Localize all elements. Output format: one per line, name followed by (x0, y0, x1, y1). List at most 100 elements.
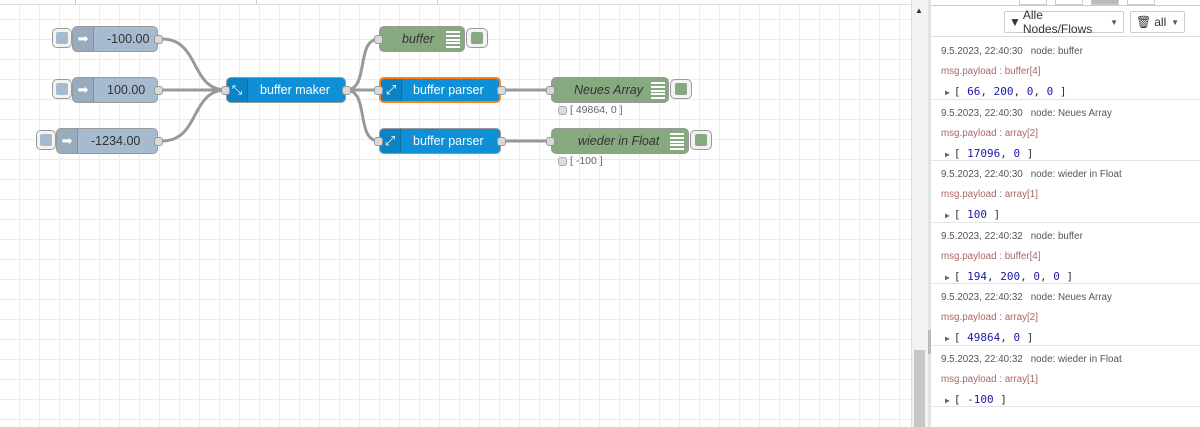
trash-icon: 🗑 (1136, 15, 1152, 29)
message-timestamp: 9.5.2023, 22:40:30 (941, 169, 1023, 180)
debug-node-label: Neues Array (574, 83, 644, 97)
buffer-maker-label: buffer maker (260, 83, 330, 97)
inject-node[interactable]: ➡ 100.00 (72, 77, 158, 103)
message-node-link[interactable]: node: wieder in Float (1030, 169, 1122, 180)
expand-icon: ⤢ (381, 79, 402, 101)
message-topic: msg.payload : buffer[4] (941, 66, 1041, 77)
buffer-maker-node[interactable]: ⤡ buffer maker (226, 77, 346, 103)
filter-label: Alle Nodes/Flows (1022, 8, 1093, 36)
clear-messages-button[interactable]: 🗑 all ▼ (1130, 11, 1185, 33)
message-node-link[interactable]: node: buffer (1030, 46, 1083, 57)
debug-toggle-button[interactable] (670, 79, 692, 99)
status-dot-icon (558, 105, 567, 115)
expand-triangle-icon[interactable]: ▶ (945, 88, 950, 97)
message-node-link[interactable]: node: Neues Array (1030, 107, 1112, 119)
message-node-link[interactable]: node: buffer (1030, 230, 1083, 242)
message-topic: msg.payload : array[2] (941, 312, 1038, 323)
sidebar-tab[interactable] (1019, 0, 1047, 5)
buffer-parser-node[interactable]: ⤢ buffer parser (379, 128, 501, 154)
workspace-scrollbar[interactable]: ▲ (911, 0, 928, 427)
payload-value: -100 (967, 392, 994, 406)
sidebar-divider[interactable] (928, 0, 931, 427)
inject-button[interactable] (52, 79, 72, 99)
inject-node[interactable]: ➡ -100.00 (72, 26, 158, 52)
input-port[interactable] (374, 86, 383, 95)
payload-value: 200 (993, 85, 1014, 98)
inject-node[interactable]: ➡ -1234.00 (56, 128, 158, 154)
debug-toolbar: ▼ Alle Nodes/Flows ▼ 🗑 all ▼ (931, 6, 1200, 37)
payload-value: 17096 (967, 146, 1001, 160)
inject-node-label: 100.00 (107, 83, 146, 97)
output-port[interactable] (497, 137, 506, 146)
workspace-tab[interactable] (76, 0, 257, 4)
payload-value: 0 (1033, 269, 1040, 283)
buffer-parser-node[interactable]: ⤢ buffer parser (379, 77, 501, 103)
message-payload[interactable]: ▶[ -100 ] (945, 392, 1007, 406)
inject-button[interactable] (52, 28, 72, 48)
debug-node-wieder-in-float[interactable]: wieder in Float (551, 128, 689, 154)
flow-wires (161, 37, 551, 143)
expand-triangle-icon[interactable]: ▶ (945, 395, 950, 405)
filter-dropdown[interactable]: ▼ Alle Nodes/Flows ▼ (1004, 8, 1124, 36)
input-port[interactable] (374, 35, 383, 44)
debug-node-neues-array[interactable]: Neues Array (551, 77, 669, 103)
sidebar-tab[interactable] (1091, 0, 1119, 5)
scrollbar-thumb[interactable] (914, 350, 925, 427)
message-node-link[interactable]: node: wieder in Float (1030, 353, 1122, 365)
payload-value: 0 (1053, 269, 1060, 283)
wire (161, 37, 227, 92)
wire (345, 37, 380, 92)
output-port[interactable] (497, 86, 506, 95)
workspace-tab-strip (0, 0, 911, 5)
workspace-tab[interactable] (257, 0, 438, 4)
input-port[interactable] (221, 86, 230, 95)
sidebar-tab[interactable] (1055, 0, 1083, 5)
expand-triangle-icon[interactable]: ▶ (945, 149, 950, 159)
message-node-link[interactable]: node: Neues Array (1030, 292, 1112, 303)
debug-toggle-button[interactable] (466, 28, 488, 48)
node-status-text: [ 49864, 0 ] (570, 104, 623, 116)
message-payload[interactable]: ▶[ 66, 200, 0, 0 ] (945, 85, 1067, 98)
list-icon (651, 82, 665, 99)
input-port[interactable] (546, 86, 555, 95)
input-port[interactable] (374, 137, 383, 146)
inject-button[interactable] (36, 130, 56, 150)
message-topic: msg.payload : buffer[4] (941, 250, 1041, 262)
flow-workspace[interactable]: ➡ -100.00 ➡ 100.00 ➡ -1234.00 ⤡ buffer m… (0, 0, 911, 427)
expand-triangle-icon[interactable]: ▶ (945, 334, 950, 343)
input-port[interactable] (546, 137, 555, 146)
sidebar-tab[interactable] (1127, 0, 1155, 5)
payload-value: 66 (967, 85, 981, 98)
chevron-down-icon: ▼ (1171, 17, 1179, 27)
message-timestamp: 9.5.2023, 22:40:32 (941, 230, 1023, 242)
workspace-tab[interactable] (0, 0, 76, 4)
expand-triangle-icon[interactable]: ▶ (945, 211, 950, 220)
output-port[interactable] (154, 137, 163, 146)
scroll-up-icon[interactable]: ▲ (915, 6, 923, 15)
debug-node-buffer[interactable]: buffer (379, 26, 465, 52)
message-timestamp: 9.5.2023, 22:40:30 (941, 107, 1023, 119)
arrow-right-icon: ➡ (57, 129, 78, 153)
message-meta: 9.5.2023, 22:40:30 node: wieder in Float (941, 169, 1122, 180)
debug-toggle-button[interactable] (690, 130, 712, 150)
message-payload[interactable]: ▶[ 194, 200, 0, 0 ] (945, 269, 1074, 283)
output-port[interactable] (154, 86, 163, 95)
message-payload[interactable]: ▶[ 100 ] (945, 208, 1001, 221)
status-dot-icon (558, 156, 567, 166)
expand-triangle-icon[interactable]: ▶ (945, 272, 950, 282)
output-port[interactable] (342, 86, 351, 95)
debug-message[interactable]: 9.5.2023, 22:40:32 node: buffer msg.payloa… (931, 223, 1200, 284)
output-port[interactable] (154, 35, 163, 44)
message-payload[interactable]: ▶[ 49864, 0 ] (945, 331, 1034, 344)
chevron-down-icon: ▼ (1110, 17, 1118, 27)
message-payload[interactable]: ▶[ 17096, 0 ] (945, 146, 1034, 160)
payload-value: 0 (1013, 331, 1021, 344)
divider-grip[interactable] (928, 330, 931, 354)
